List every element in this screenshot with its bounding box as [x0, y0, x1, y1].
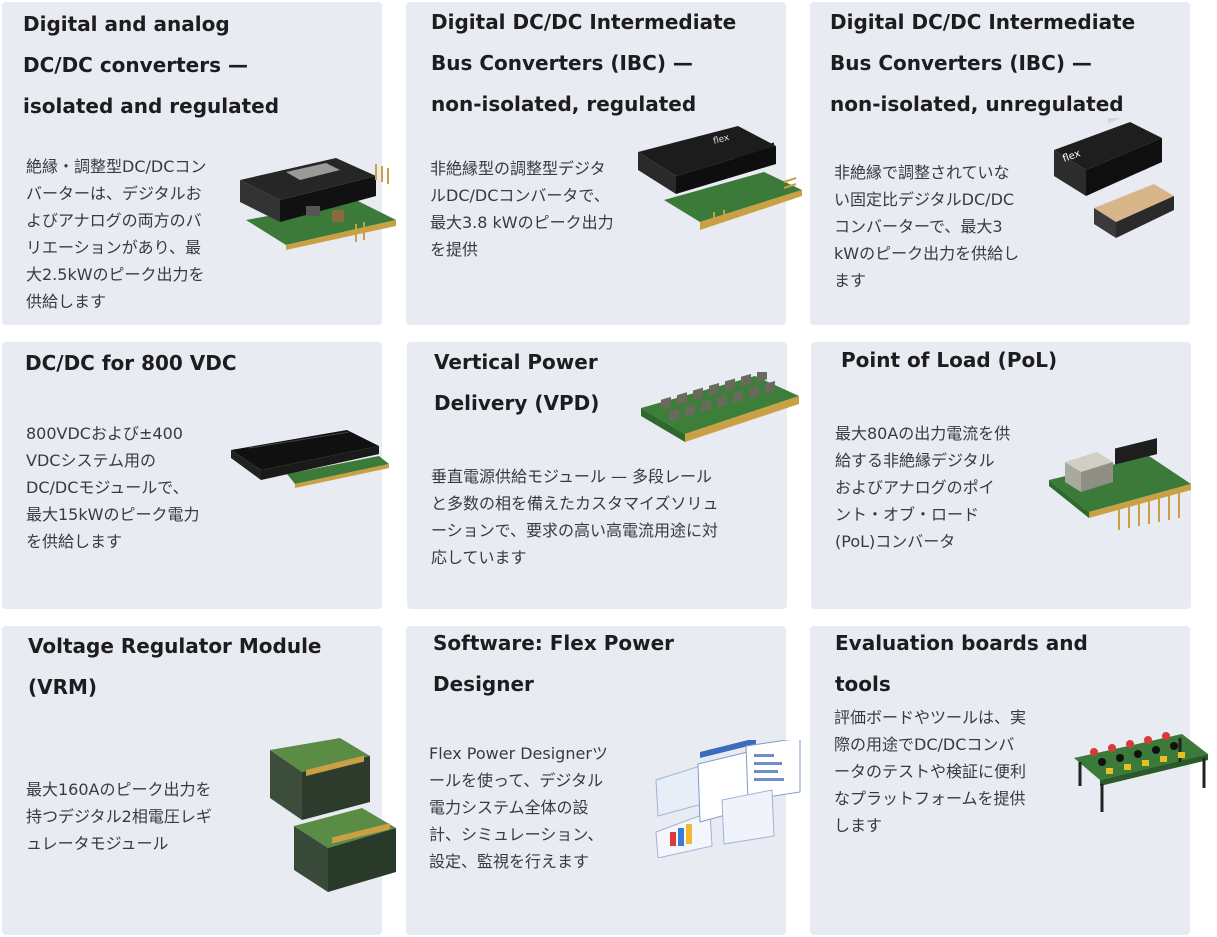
- card-vpd[interactable]: Vertical Power Delivery (VPD) 垂直電源供給モジュー…: [407, 342, 799, 609]
- svg-text:flex: flex: [712, 133, 731, 147]
- 800vdc-module-image: [229, 428, 393, 496]
- card-description: 800VDCおよび±400 VDCシステム用の DC/DCモジュールで、 最大1…: [26, 424, 200, 551]
- card-description: 絶縁・調整型DC/DCコン バーターは、デジタルお よびアナログの両方のバ リエ…: [26, 157, 207, 311]
- card-vrm[interactable]: Voltage Regulator Module (VRM) 最大160Aのピー…: [2, 626, 396, 935]
- card-title: Digital DC/DC Intermediate Bus Converter…: [431, 10, 737, 116]
- card-description: 最大160Aのピーク出力を 持つデジタル2相電圧レギ ュレータモジュール: [26, 780, 212, 853]
- card-title: Evaluation boards and tools: [835, 631, 1088, 696]
- card-title: Digital DC/DC Intermediate Bus Converter…: [830, 10, 1136, 116]
- card-description: 評価ボードやツールは、実 際の用途でDC/DCコンバ ータのテストや検証に便利 …: [834, 708, 1027, 835]
- card-title: Digital and analog DC/DC converters — is…: [23, 12, 280, 118]
- card-description: 非絶縁型の調整型デジタ ルDC/DCコンバータで、 最大3.8 kWのピーク出力…: [430, 159, 614, 259]
- card-description: 非絶縁で調整されていな い固定比デジタルDC/DC コンバーターで、最大3 kW…: [834, 163, 1020, 290]
- vpd-module-image: [639, 372, 801, 444]
- card-description: Flex Power Designerツ ールを使って、デジタル 電力システム全…: [429, 744, 608, 871]
- ibc-unregulated-module-image: flex: [1050, 118, 1176, 244]
- card-ibc-unregulated[interactable]: Digital DC/DC Intermediate Bus Converter…: [810, 2, 1190, 325]
- card-title: Vertical Power Delivery (VPD): [434, 350, 600, 415]
- card-800vdc[interactable]: DC/DC for 800 VDC 800VDCおよび±400 VDCシステム用…: [2, 342, 389, 609]
- vrm-module-image: [266, 736, 398, 894]
- card-pol[interactable]: Point of Load (PoL) 最大80Aの出力電流を供 給する非絶縁デ…: [811, 342, 1191, 609]
- card-title: Software: Flex Power Designer: [433, 631, 675, 696]
- software-screens-image: [652, 740, 802, 858]
- dcdc-converter-module-image: [236, 150, 398, 250]
- card-description: 垂直電源供給モジュール — 多段レール と多数の相を備えたカスタマイズソリュ ー…: [431, 467, 719, 567]
- evaluation-board-image: [1072, 728, 1210, 814]
- card-title: Voltage Regulator Module (VRM): [28, 634, 322, 699]
- card-title: Point of Load (PoL): [841, 348, 1058, 372]
- ibc-regulated-module-image: flex: [634, 122, 804, 234]
- card-description: 最大80Aの出力電流を供 給する非絶縁デジタル およびアナログのポイ ント・オブ…: [835, 424, 1011, 551]
- card-evaluation[interactable]: Evaluation boards and tools 評価ボードやツールは、実…: [810, 626, 1208, 935]
- card-software[interactable]: Software: Flex Power Designer Flex Power…: [406, 626, 801, 935]
- card-dcdc-isolated[interactable]: Digital and analog DC/DC converters — is…: [2, 2, 396, 325]
- card-ibc-regulated[interactable]: Digital DC/DC Intermediate Bus Converter…: [406, 2, 802, 325]
- pol-converter-image: [1045, 436, 1195, 536]
- card-title: DC/DC for 800 VDC: [25, 351, 237, 375]
